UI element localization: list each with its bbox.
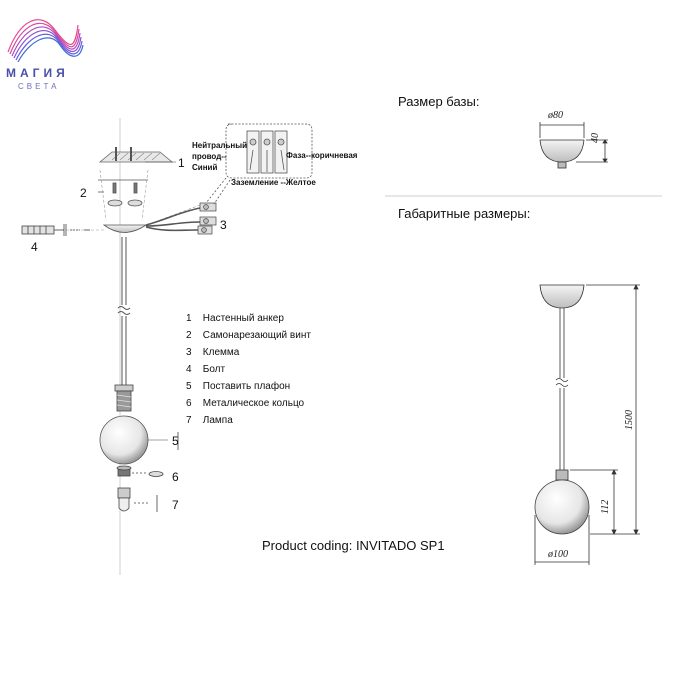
parts-legend: 1 Настенный анкер 2 Самонарезающий винт … bbox=[186, 310, 311, 429]
lamp-holder bbox=[114, 384, 134, 412]
wiring-detail bbox=[205, 123, 313, 205]
callout-1: 1 bbox=[178, 156, 185, 170]
legend-item: 5 Поставить плафон bbox=[186, 381, 291, 392]
ground-wire-label: Заземление --Желтое bbox=[231, 178, 316, 187]
callout-5: 5 bbox=[172, 434, 179, 448]
legend-item: 1 Настенный анкер bbox=[186, 313, 284, 324]
phase-wire-label: Фаза--коричневая bbox=[286, 151, 358, 160]
callout-2: 2 bbox=[80, 186, 87, 200]
legend-item: 2 Самонарезающий винт bbox=[186, 330, 311, 341]
suspension-cable bbox=[117, 237, 131, 385]
shade-height-label: 112 bbox=[600, 499, 611, 514]
base-height-label: 40 bbox=[590, 133, 601, 143]
total-height-label: 1500 bbox=[624, 410, 635, 430]
logo-name: МАГИЯ bbox=[6, 66, 69, 80]
callout-7: 7 bbox=[172, 498, 179, 512]
base-size-drawing bbox=[539, 122, 608, 169]
ceiling-anchor bbox=[98, 147, 176, 163]
bolt bbox=[21, 224, 90, 236]
metal-ring bbox=[116, 465, 164, 477]
wires bbox=[145, 207, 201, 232]
canopy bbox=[102, 224, 148, 233]
shade-diameter-label: ø100 bbox=[548, 549, 568, 560]
legend-item: 4 Болт bbox=[186, 364, 226, 375]
lamp-bulb bbox=[117, 487, 158, 512]
legend-item: 6 Металическое кольцо bbox=[186, 398, 305, 409]
base-size-header: Размер базы: bbox=[398, 94, 480, 109]
glass-shade bbox=[99, 415, 149, 465]
callout-3: 3 bbox=[220, 218, 227, 232]
logo-mark bbox=[7, 19, 84, 63]
base-diameter-label: ø80 bbox=[548, 110, 563, 121]
terminal-block bbox=[197, 202, 217, 235]
legend-item: 3 Клемма bbox=[186, 347, 240, 358]
overall-size-drawing bbox=[534, 284, 640, 565]
product-coding: Product coding: INVITADO SP1 bbox=[262, 538, 445, 553]
logo-subtitle: СВЕТА bbox=[18, 82, 60, 91]
self-tapping-screws bbox=[98, 179, 148, 207]
neutral-wire-label: Нейтральный провод--Синий bbox=[192, 141, 247, 172]
legend-item: 7 Лампа bbox=[186, 415, 233, 426]
overall-size-header: Габаритные размеры: bbox=[398, 206, 531, 221]
callout-6: 6 bbox=[172, 470, 179, 484]
callout-4: 4 bbox=[31, 240, 38, 254]
